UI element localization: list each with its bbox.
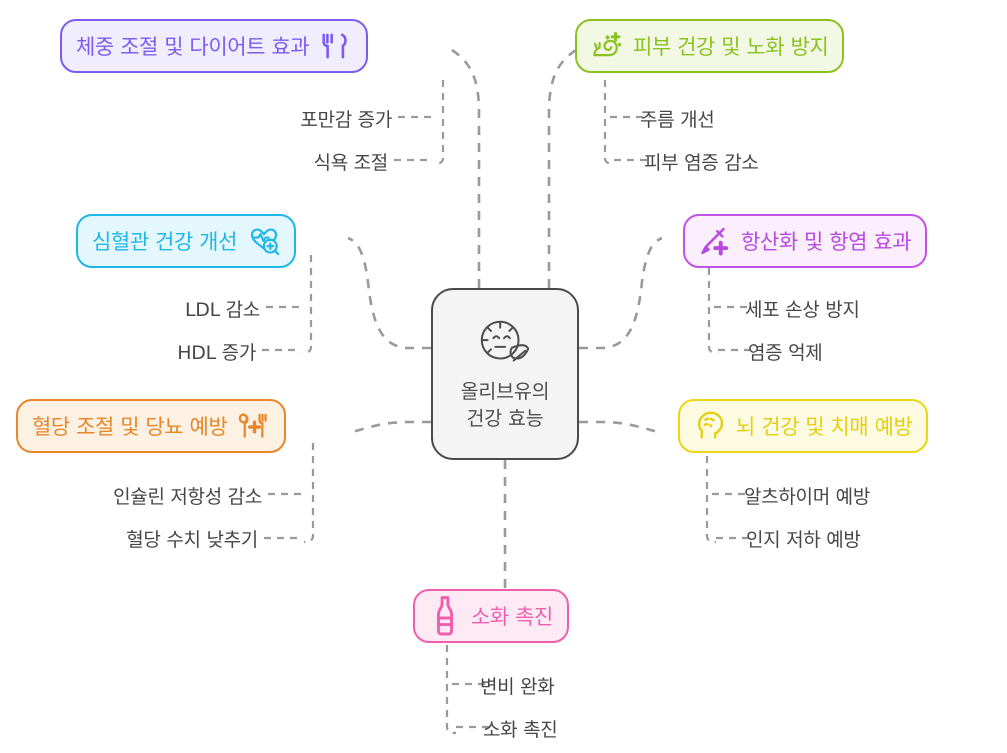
branch-label-weight: 체중 조절 및 다이어트 효과 xyxy=(76,35,310,59)
branch-node-antioxidant[interactable]: 항산화 및 항염 효과 xyxy=(683,214,928,268)
leaf-label-skin-1: 피부 염증 감소 xyxy=(644,152,759,174)
bottle-icon xyxy=(429,596,461,636)
leaf-label-cardio-1: HDL 증가 xyxy=(177,342,256,364)
olive-leaf-face-icon xyxy=(480,321,530,362)
leaf-label-skin-0: 주름 개선 xyxy=(640,109,715,131)
branch-node-brain[interactable]: 뇌 건강 및 치매 예방 xyxy=(678,399,929,453)
branch-label-cardio: 심혈관 건강 개선 xyxy=(92,230,237,254)
leaf-label-bloodsugar-1: 혈당 수치 낮추기 xyxy=(126,529,258,551)
leaf-label-brain-0: 알츠하이머 예방 xyxy=(744,486,871,508)
branch-label-brain: 뇌 건강 및 치매 예방 xyxy=(736,415,913,439)
leaf-label-antioxidant-0: 세포 손상 방지 xyxy=(745,299,860,321)
branch-label-antioxidant: 항산화 및 항염 효과 xyxy=(741,230,912,254)
fork-knife-icon xyxy=(320,30,352,62)
heart-pulse-magnifier-icon xyxy=(248,225,280,257)
syringe-plus-icon xyxy=(699,225,731,257)
branch-label-skin: 피부 건강 및 노화 방지 xyxy=(633,35,829,59)
leaf-label-antioxidant-1: 염증 억제 xyxy=(748,342,823,364)
leaf-label-digestion-1: 소화 촉진 xyxy=(483,719,558,741)
leaf-label-cardio-0: LDL 감소 xyxy=(184,299,260,321)
branch-node-cardio[interactable]: 심혈관 건강 개선 xyxy=(76,214,296,268)
leaf-label-brain-1: 인지 저하 예방 xyxy=(746,529,861,551)
branch-node-weight[interactable]: 체중 조절 및 다이어트 효과 xyxy=(60,19,369,73)
branch-node-digestion[interactable]: 소화 촉진 xyxy=(413,589,569,643)
center-node[interactable]: 올리브유의 건강 효능 xyxy=(431,288,579,460)
branch-node-skin[interactable]: 피부 건강 및 노화 방지 xyxy=(575,19,845,73)
leaf-label-weight-1: 식욕 조절 xyxy=(313,152,389,174)
leaf-label-bloodsugar-0: 인슐린 저항성 감소 xyxy=(113,486,262,508)
branch-label-digestion: 소화 촉진 xyxy=(471,605,553,629)
head-brain-icon xyxy=(694,410,726,442)
cutlery-cross-icon xyxy=(238,410,270,442)
snail-sparkle-icon xyxy=(591,30,623,62)
branch-node-bloodsugar[interactable]: 혈당 조절 및 당뇨 예방 xyxy=(16,399,287,453)
leaf-label-digestion-0: 변비 완화 xyxy=(480,676,555,698)
branch-label-bloodsugar: 혈당 조절 및 당뇨 예방 xyxy=(32,415,228,439)
center-node-label: 올리브유의 건강 효능 xyxy=(460,380,550,430)
leaf-label-weight-0: 포만감 증가 xyxy=(300,109,392,131)
